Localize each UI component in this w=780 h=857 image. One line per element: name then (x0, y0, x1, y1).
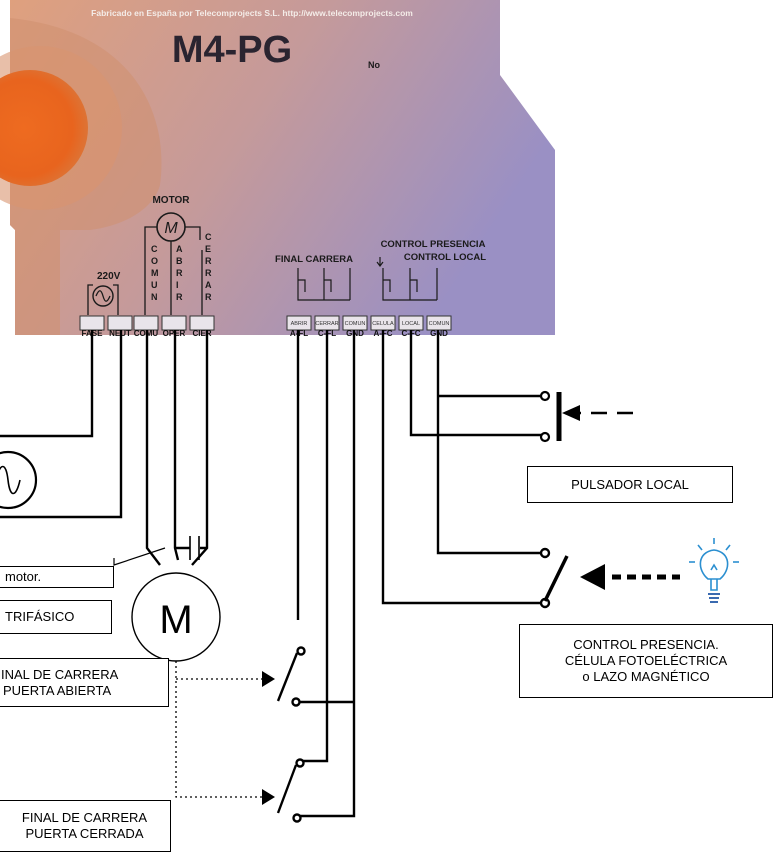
motor-note-text: motor. (5, 569, 42, 584)
final-carrera-cerrada-box: FINAL DE CARRERA PUERTA CERRADA (0, 800, 171, 852)
trifasico-text: TRIFÁSICO (5, 609, 75, 624)
pulsador-local-label: PULSADOR LOCAL (527, 466, 733, 503)
motor-note-label: motor. (0, 566, 114, 588)
light-bulb-icon (689, 538, 739, 603)
ac-supply-icon (0, 450, 38, 510)
control-panel: Fabricado en España por Telecomprojects … (0, 0, 555, 338)
capacitor-icon (189, 536, 200, 560)
manufacturer-header: Fabricado en España por Telecomprojects … (91, 8, 413, 18)
terminal-tag-celula-3: CELULA (372, 321, 394, 327)
decorative-disc-orange (0, 70, 88, 186)
limit-switch-closed-icon (276, 758, 305, 823)
control-presencia-line3: o LAZO MAGNÉTICO (582, 669, 710, 684)
svg-text:M: M (159, 598, 192, 642)
svg-text:M: M (164, 220, 178, 237)
wiring (0, 330, 545, 818)
terminal-tag-abrir-0: ABRIR (291, 321, 308, 327)
terminal-cier-4: CIER (189, 315, 215, 338)
capacitor-leader (113, 547, 166, 566)
trifasico-label: TRIFÁSICO (0, 600, 112, 634)
presence-switch-icon (539, 547, 569, 609)
arrow-icon (262, 405, 605, 805)
fc-cerrada-line1: FINAL DE CARRERA (21, 810, 148, 825)
svg-text:CIER: CIER (192, 329, 211, 338)
terminal-tag-comun-5: COMUN (429, 321, 450, 327)
control-presencia-label: CONTROL PRESENCIA (381, 239, 486, 250)
three-phase-motor-icon: M (131, 572, 221, 662)
fc-cerrada-line2: PUERTA CERRADA (25, 826, 144, 841)
panel-contacts (297, 257, 438, 301)
control-presencia-box: CONTROL PRESENCIA. CÉLULA FOTOELÉCTRICA … (519, 624, 773, 698)
motor-label: MOTOR (152, 195, 190, 206)
model-title: M4-PG (172, 29, 292, 71)
control-presencia-line1: CONTROL PRESENCIA. (573, 637, 719, 652)
serial-label: No (368, 60, 380, 70)
ac-source-icon (92, 285, 114, 307)
terminal-tag-local-4: LOCAL (402, 321, 420, 327)
final-carrera-label: FINAL CARRERA (275, 254, 353, 265)
terminal-tag-cerrar-1: CERRAR (315, 321, 338, 327)
voltage-label: 220V (97, 271, 121, 282)
terminal-tag-comun-2: COMUN (345, 321, 366, 327)
fc-abierta-line1: INAL DE CARRERA (1, 666, 119, 682)
control-presencia-line2: CÉLULA FOTOELÉCTRICA (564, 653, 728, 668)
push-button-icon (539, 390, 562, 443)
final-carrera-abierta-box: INAL DE CARRERA PUERTA ABIERTA (0, 658, 169, 707)
limit-switch-open-icon (276, 646, 306, 707)
fc-abierta-line2: PUERTA ABIERTA (3, 682, 112, 698)
control-local-label: CONTROL LOCAL (404, 252, 486, 263)
pulsador-local-text: PULSADOR LOCAL (571, 476, 689, 492)
